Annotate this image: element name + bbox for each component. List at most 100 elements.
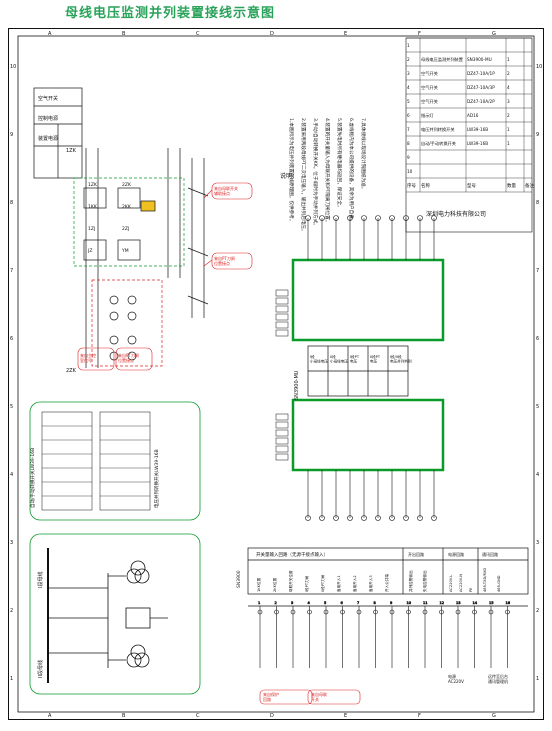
device-name: SN3900-MU bbox=[294, 370, 300, 400]
frame-row-label: 5 bbox=[536, 404, 539, 410]
bom-cell: 5 bbox=[407, 99, 410, 104]
red-annotation: 来自主控 bbox=[80, 352, 96, 358]
bom-cell: 自动/手动转换开关 bbox=[421, 140, 456, 147]
group-label: 电源回路 bbox=[448, 551, 464, 557]
frame-row-label: 1 bbox=[10, 676, 13, 682]
bom-cell: 3 bbox=[507, 99, 510, 104]
bom-header: 型号 bbox=[467, 182, 476, 189]
terminal-number: 1 bbox=[258, 601, 260, 605]
red-annotation: 来自母联 bbox=[311, 691, 327, 697]
terminal-number: 13 bbox=[456, 601, 461, 605]
relay-box bbox=[73, 177, 185, 267]
group-label: 通讯回路 bbox=[482, 551, 498, 557]
notes-line: 2.装置采用两段母线PT二次电压输入，输出并列后电压。 bbox=[300, 118, 307, 234]
red-annotation: 室信号 bbox=[80, 357, 92, 363]
terminal-number: 2 bbox=[275, 601, 277, 605]
terminal-number: 4 bbox=[308, 601, 311, 605]
side-label: 1ZK bbox=[66, 148, 77, 154]
bom-cell: 8 bbox=[407, 141, 410, 146]
group-label: 开出回路 bbox=[408, 551, 424, 557]
frame-row-label: 2 bbox=[10, 608, 13, 614]
company-name: 深圳电力科技有限公司 bbox=[426, 210, 486, 218]
red-annotation: 开关 bbox=[311, 696, 319, 702]
bom-cell: 1 bbox=[507, 57, 510, 62]
frame-row-label: 10 bbox=[536, 64, 542, 70]
bom-cell: 空气开关 bbox=[421, 70, 438, 77]
input-label: 1KK位置 bbox=[256, 577, 261, 592]
frame-col-label: G bbox=[492, 31, 496, 37]
frame-col-label: C bbox=[196, 713, 200, 719]
frame-row-label: 8 bbox=[10, 200, 13, 206]
notes-line: 1.本图所示为电压并列装置接线原理图，仅供参考。 bbox=[288, 118, 295, 223]
device-cell: II段 bbox=[330, 354, 336, 359]
input-label: I段PT刀闸 bbox=[304, 575, 309, 592]
terminal bbox=[275, 321, 289, 329]
bom-cell: DZ47-10A/2P bbox=[467, 99, 495, 104]
component-tag: 2KK bbox=[122, 204, 132, 210]
bom-cell: LW39-16B bbox=[467, 127, 488, 132]
upper-terminal-block bbox=[291, 258, 445, 472]
terminal-number: 3 bbox=[291, 601, 293, 605]
device-cell: 电压并列判别 bbox=[390, 359, 412, 364]
terminal bbox=[275, 329, 289, 337]
red-annotation: 辅助接点 bbox=[214, 190, 230, 196]
frame-col-label: F bbox=[418, 31, 421, 37]
terminal bbox=[275, 305, 289, 313]
device-cell: I段 bbox=[310, 354, 315, 359]
notes-line: 6.虚线框内为本公司提供的设备，其余为用户自备。 bbox=[348, 118, 355, 223]
frame-row-label: 1 bbox=[536, 676, 539, 682]
input-label: 母联开关位置 bbox=[288, 570, 293, 592]
relay-1 bbox=[83, 187, 107, 209]
component-tag: 1ZK bbox=[88, 182, 98, 188]
power-label: PE bbox=[469, 587, 473, 592]
frame-row-label: 4 bbox=[10, 472, 13, 478]
bom-cell: SN3900-MU bbox=[467, 57, 492, 62]
power-label: AC220V-N bbox=[459, 574, 463, 592]
group-label: 开关量输入回路（无源干接点输入） bbox=[256, 551, 328, 558]
frame-row-label: 9 bbox=[536, 132, 539, 138]
frame-row-label: 7 bbox=[10, 268, 13, 274]
bom-header: 数量 bbox=[507, 182, 516, 189]
kk-switch-box bbox=[91, 279, 163, 367]
bus-label: I段母线 bbox=[37, 572, 44, 588]
frame-col-label: F bbox=[418, 713, 421, 719]
comm-annotation: 远传至后台 bbox=[488, 673, 508, 679]
lower-device bbox=[247, 547, 529, 607]
terminal-number: 6 bbox=[341, 601, 344, 605]
bom-cell: 指示灯 bbox=[421, 112, 434, 119]
terminal bbox=[275, 297, 289, 305]
bus-label: II段母线 bbox=[37, 660, 44, 678]
bom-cell: LW39-16B bbox=[467, 141, 488, 146]
device-name: SN3900 bbox=[236, 570, 242, 588]
power-annotation: 电源 bbox=[448, 673, 456, 679]
bom-cell: 4 bbox=[407, 85, 410, 90]
terminal bbox=[275, 421, 289, 429]
terminal-number: 14 bbox=[473, 601, 478, 605]
terminal bbox=[275, 445, 289, 453]
red-annotation: 来自PT刀闸 bbox=[214, 255, 235, 261]
frame-col-label: B bbox=[122, 713, 126, 719]
terminal-number: 9 bbox=[390, 601, 393, 605]
input-label: 备用开入2 bbox=[352, 575, 357, 592]
bom-cell: 7 bbox=[407, 127, 410, 132]
component-tag: 2ZJ bbox=[122, 226, 129, 232]
device-cell: 小母线电压 bbox=[310, 359, 328, 364]
frame-row-label: 9 bbox=[10, 132, 13, 138]
bom-cell: 母线电压监测并列装置 bbox=[421, 56, 463, 63]
frame-row-label: 3 bbox=[10, 540, 13, 546]
bom-cell: 2 bbox=[507, 71, 510, 76]
terminal bbox=[275, 437, 289, 445]
frame-row-label: 2 bbox=[536, 608, 539, 614]
relay-2 bbox=[83, 239, 107, 261]
terminal bbox=[275, 313, 289, 321]
notes-block: 说明：1.本图所示为电压并列装置接线原理图，仅供参考。2.装置采用两段母线PT二… bbox=[280, 118, 367, 234]
terminal-number: 12 bbox=[440, 601, 445, 605]
bom-cell: 3 bbox=[407, 71, 410, 76]
terminal bbox=[275, 453, 289, 461]
frame-row-label: 4 bbox=[536, 472, 539, 478]
bom-cell: DZ47-10A/3P bbox=[467, 85, 495, 90]
frame-row-label: 3 bbox=[536, 540, 539, 546]
device-cell: 小母线电压 bbox=[330, 359, 348, 364]
device-cell: 电压 bbox=[370, 359, 378, 364]
